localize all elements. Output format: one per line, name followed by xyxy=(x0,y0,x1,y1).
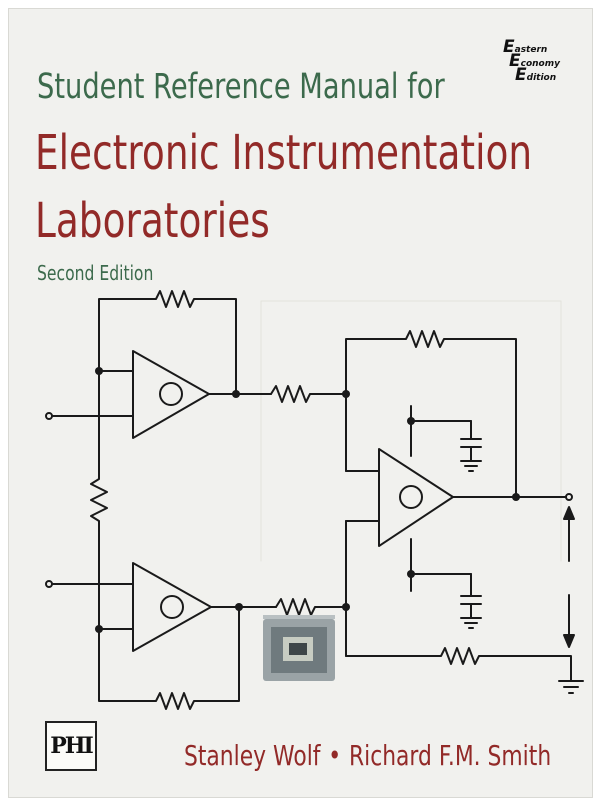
badge-line-3: Edition xyxy=(515,65,557,85)
author-separator: • xyxy=(328,739,342,772)
junction-dots xyxy=(95,367,520,633)
output-terminal xyxy=(565,493,573,501)
op-amp-upper xyxy=(132,350,210,439)
op-amp-lower xyxy=(132,562,212,652)
feedback-resistor-bottom xyxy=(98,606,240,710)
title-line-1: Student Reference Manual for xyxy=(37,67,445,107)
circuit-schematic-icon xyxy=(45,290,584,710)
input-terminal-upper xyxy=(45,412,53,420)
input-terminal-lower xyxy=(45,580,53,588)
reference-resistor xyxy=(345,647,572,682)
background-grid xyxy=(260,300,562,562)
title-line-3: Laboratories xyxy=(35,193,270,249)
edition-label: Second Edition xyxy=(37,261,154,285)
gain-resistor xyxy=(90,370,108,630)
eastern-economy-edition-badge: Eastern Economy Edition xyxy=(503,37,573,85)
feedback-resistor-diff xyxy=(345,330,517,498)
authors: Stanley Wolf•Richard F.M. Smith xyxy=(184,739,551,772)
author-2: Richard F.M. Smith xyxy=(348,739,552,772)
op-amp-upper-symbol xyxy=(159,382,183,406)
publisher-logo-text: PHI xyxy=(50,733,94,759)
publisher-logo: PHI xyxy=(45,721,97,771)
badge-line-1: Eastern xyxy=(503,37,548,57)
op-amp-difference xyxy=(378,448,454,547)
op-amp-difference-symbol xyxy=(399,485,423,509)
title-line-2: Electronic Instrumentation xyxy=(35,125,533,181)
resistor-lower-to-diff xyxy=(275,598,347,616)
feedback-resistor-top xyxy=(98,290,237,395)
chip-icon xyxy=(263,615,335,681)
author-1: Stanley Wolf xyxy=(184,739,321,772)
op-amp-lower-symbol xyxy=(160,595,184,619)
book-cover: Student Reference Manual for Electronic … xyxy=(8,8,593,798)
resistor-upper-to-diff xyxy=(270,385,347,403)
badge-line-2: Economy xyxy=(509,51,560,71)
